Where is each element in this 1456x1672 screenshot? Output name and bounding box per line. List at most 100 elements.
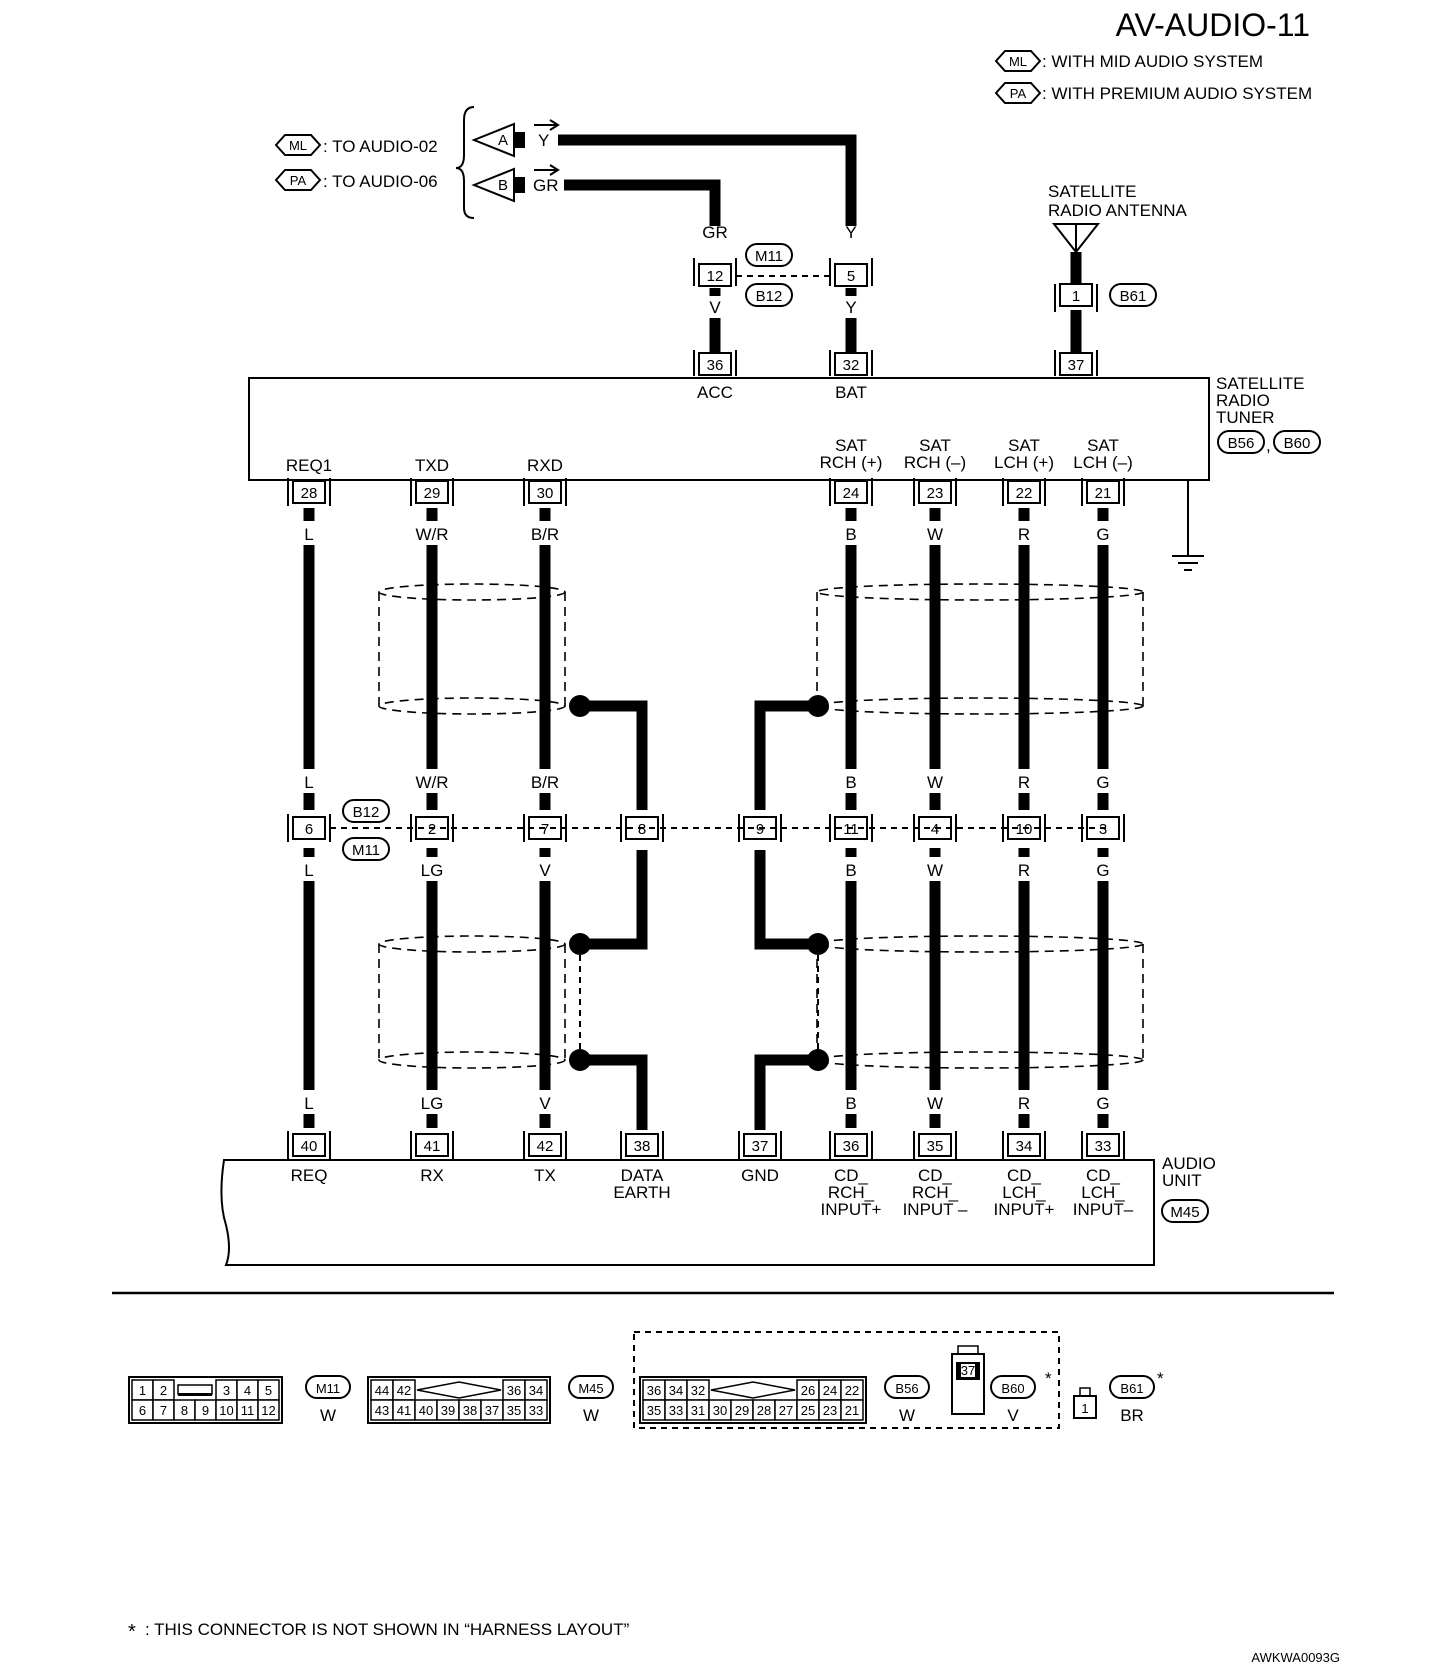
tuner-name-1: SATELLITE	[1216, 374, 1305, 393]
tuner-wire-color-1: W/R	[415, 525, 448, 544]
tuner-box	[248, 377, 1210, 481]
middle-joint-pin-0-box: 6	[287, 814, 331, 842]
offpage-a-color: Y	[538, 131, 549, 150]
tuner-acc: ACC	[697, 383, 733, 402]
tuner-top-pin-37: 37	[1054, 350, 1098, 376]
conn-M11-bottom-1: 7	[160, 1403, 167, 1418]
conn-M45-bottom-4: 38	[463, 1403, 477, 1418]
audio-unit-pin-4-box: 37	[738, 1131, 782, 1159]
audio-signal-7-2: INPUT+	[994, 1200, 1055, 1219]
tuner-top-pin-36: 36	[693, 350, 737, 376]
tuner-signal-7-b: LCH (+)	[994, 453, 1054, 472]
tuner-signal-0: REQ1	[286, 456, 332, 475]
audio-unit-pin-7-box: 34	[1002, 1131, 1046, 1159]
drain-splice-5	[569, 1049, 591, 1071]
conn-B60-id: B60	[1001, 1381, 1024, 1396]
audio-unit-pin-1-box: 41	[410, 1131, 454, 1159]
conn-M11-top-4: 4	[244, 1383, 251, 1398]
audio-wire-color-7: R	[1018, 1094, 1030, 1113]
audio-signal-8-2: INPUT–	[1073, 1200, 1134, 1219]
conn-M11-bottom-6: 12	[261, 1403, 275, 1418]
drain-wire-audio-upper	[754, 700, 818, 810]
tuner-pin-37: 37	[1068, 357, 1085, 374]
middle-joint-pin-5: 11	[843, 821, 859, 838]
conn-M45-bottom-6: 35	[507, 1403, 521, 1418]
tuner-top-pin-32: 32	[829, 350, 873, 376]
drain-wire-audio-lower	[754, 850, 818, 950]
audio-signal-6-1: RCH_	[912, 1183, 959, 1202]
tuner-wire-color-5: B	[845, 525, 856, 544]
audio-unit-m45-tag: M45	[1161, 1199, 1209, 1223]
conn-M45-bottom-3: 39	[441, 1403, 455, 1418]
tuner-b56: B56	[1228, 435, 1255, 452]
joint-bottom-color-2: V	[539, 861, 551, 880]
tuner-bottom-pin-6: 23	[927, 485, 944, 502]
joint-top-color-8: G	[1096, 773, 1109, 792]
offpage-a-letter: A	[498, 132, 508, 149]
conn-M45-top-1: 42	[397, 1383, 411, 1398]
joint-top-color-0: L	[304, 773, 313, 792]
tuner-bottom-pin-8: 21	[1095, 485, 1112, 502]
conn-M11-bottom-2: 8	[181, 1403, 188, 1418]
conn-M45-bottom-1: 41	[397, 1403, 411, 1418]
audio-signal-7-0: CD_	[1007, 1166, 1042, 1185]
wire-v-color: V	[709, 298, 721, 317]
conn-B60-pin: 37	[961, 1363, 975, 1378]
joint-top-color-6: W	[927, 773, 943, 792]
conn-B56-top-0: 36	[647, 1383, 661, 1398]
ref-pa: PA : TO AUDIO-06	[274, 169, 438, 191]
audio-unit-pin-2-box: 42	[523, 1131, 567, 1159]
upper-joint-b12: B12	[756, 288, 783, 305]
upper-pin-5: 5	[847, 268, 855, 285]
conn-M45-id: M45	[578, 1381, 603, 1396]
conn-M45-color: W	[583, 1406, 599, 1425]
tuner-bottom-pin-2: 30	[537, 485, 554, 502]
tuner-signal-6-b: RCH (–)	[904, 453, 966, 472]
audio-unit-pin-6-box: 35	[913, 1131, 957, 1159]
conn-M11-bottom-3: 9	[202, 1403, 209, 1418]
joint-bottom-color-6: W	[927, 861, 943, 880]
conn-B61-star: *	[1157, 1369, 1164, 1388]
conn-B56-color: W	[899, 1406, 915, 1425]
middle-joint-b12: B12	[353, 804, 380, 821]
middle-joint-pin-1: 2	[428, 821, 436, 838]
conn-B56-top-5: 24	[823, 1383, 837, 1398]
antenna-label-2: RADIO ANTENNA	[1048, 201, 1188, 220]
audio-unit-pin-5: 36	[843, 1138, 860, 1155]
joint-bottom-color-7: R	[1018, 861, 1030, 880]
middle-joint-pin-8: 3	[1099, 821, 1107, 838]
joint-top-color-5: B	[845, 773, 856, 792]
conn-B60-star: *	[1045, 1369, 1052, 1388]
conn-B56-bottom-7: 25	[801, 1403, 815, 1418]
upper-joint-pin-12: 12	[693, 258, 737, 287]
page-code: AV-AUDIO-11	[1116, 7, 1310, 43]
connector-views-dashed-group	[633, 1331, 1060, 1429]
tuner-wire-color-8: G	[1096, 525, 1109, 544]
antenna-symbol	[1051, 223, 1101, 254]
joint-top-color-2: B/R	[531, 773, 559, 792]
audio-wire-color-6: W	[927, 1094, 943, 1113]
audio-unit-pin-3: 38	[634, 1138, 651, 1155]
shield-audio-lower	[816, 935, 1144, 1069]
audio-signal-5-1: RCH_	[828, 1183, 875, 1202]
conn-B56-bottom-2: 31	[691, 1403, 705, 1418]
audio-signal-6-2: INPUT –	[903, 1200, 968, 1219]
conn-M11-color: W	[320, 1406, 336, 1425]
conn-B56-bottom-5: 28	[757, 1403, 771, 1418]
conn-B56-bottom-4: 29	[735, 1403, 749, 1418]
ref-pa-tag: PA	[290, 173, 307, 188]
tuner-pin-32: 32	[843, 357, 860, 374]
audio-wire-color-8: G	[1096, 1094, 1109, 1113]
conn-B56-id: B56	[895, 1381, 918, 1396]
audio-unit-pin-0-box: 40	[287, 1131, 331, 1159]
audio-unit-pin-5-box: 36	[829, 1131, 873, 1159]
tuner-name-2: RADIO	[1216, 391, 1270, 410]
tuner-tag-comma: ,	[1266, 436, 1271, 455]
offpage-a: A Y	[471, 119, 560, 158]
tuner-bottom-pin-1-box: 29	[410, 478, 454, 506]
tuner-signal-5-a: SAT	[835, 436, 867, 455]
ref-ml-text: : TO AUDIO-02	[323, 137, 438, 156]
